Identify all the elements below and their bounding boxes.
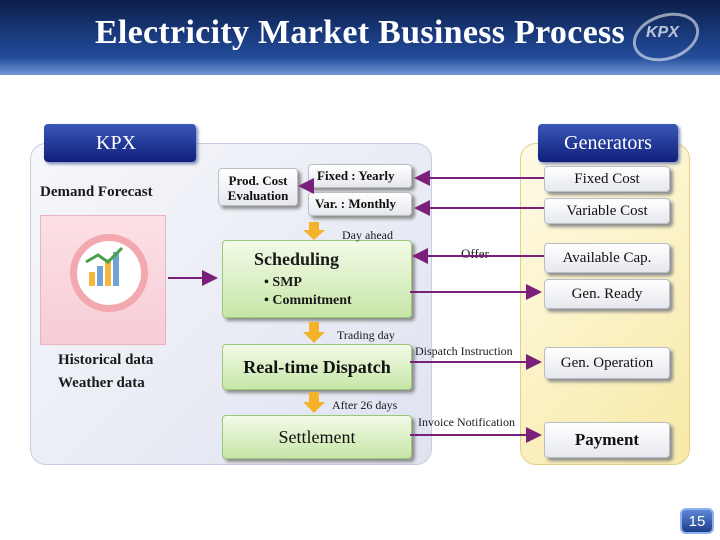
- gen-operation-box: Gen. Operation: [544, 347, 670, 379]
- bar-chart-icon-bars: [85, 246, 124, 286]
- down-arrow-day-ahead: [303, 222, 325, 240]
- prod-cost-line2: Evaluation: [227, 188, 289, 203]
- dispatch-instruction-label: Dispatch Instruction: [415, 344, 513, 358]
- prod-cost-evaluation-box: Prod. Cost Evaluation: [218, 168, 298, 206]
- realtime-dispatch-box: Real-time Dispatch: [222, 344, 412, 390]
- down-arrow-after-26-days: [303, 392, 325, 413]
- trading-day-label: Trading day: [337, 328, 395, 342]
- scheduling-item-commitment: • Commitment: [264, 293, 352, 308]
- settlement-box: Settlement: [222, 415, 412, 459]
- historical-data-label: Historical data: [58, 352, 154, 368]
- down-arrow-trading-day: [303, 322, 325, 343]
- scheduling-box: [222, 240, 412, 318]
- scheduling-title: Scheduling: [254, 249, 340, 269]
- generators-label: Generators: [538, 124, 678, 162]
- page-number-badge: 15: [680, 508, 714, 534]
- after-26-days-label: After 26 days: [332, 398, 398, 412]
- offer-label: Offer: [461, 246, 489, 261]
- variable-cost-box: Variable Cost: [544, 198, 670, 224]
- kpx-label: KPX: [44, 124, 196, 162]
- invoice-notification-label: Invoice Notification: [418, 415, 515, 429]
- fixed-yearly-box: Fixed : Yearly: [308, 164, 412, 188]
- payment-box: Payment: [544, 422, 670, 458]
- demand-forecast-label: Demand Forecast: [40, 184, 153, 200]
- header-swoosh: [0, 58, 720, 75]
- var-monthly-box: Var. : Monthly: [308, 192, 412, 216]
- weather-data-label: Weather data: [58, 375, 145, 391]
- scheduling-item-smp: • SMP: [264, 275, 302, 290]
- kpx-logo-text: KPX: [646, 24, 679, 41]
- day-ahead-label: Day ahead: [342, 228, 393, 242]
- fixed-cost-box: Fixed Cost: [544, 166, 670, 192]
- gen-ready-box: Gen. Ready: [544, 279, 670, 309]
- page-title: Electricity Market Business Process: [94, 14, 626, 51]
- available-cap-box: Available Cap.: [544, 243, 670, 273]
- prod-cost-line1: Prod. Cost: [228, 173, 288, 188]
